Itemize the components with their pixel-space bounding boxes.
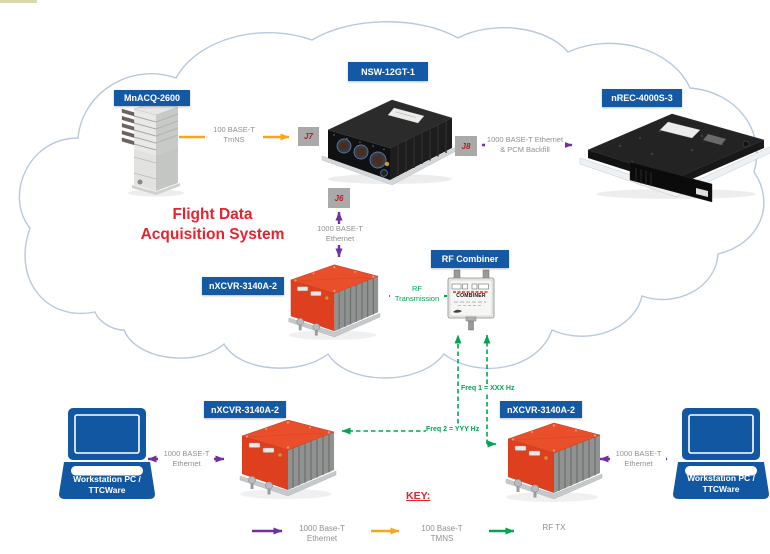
xcvr-right-label: nXCVR-3140A-2 (500, 401, 582, 418)
combiner-body-text: COMBINER (456, 293, 486, 299)
caption-ws-right-link: 1000 BASE-T Ethernet (611, 449, 666, 469)
legend-item-rftx: RF TX (542, 523, 566, 532)
workstation-right-label: Workstation PC / TTCWare (687, 473, 755, 494)
port-j7: J7 (298, 127, 319, 146)
xcvr-left-device (239, 419, 337, 500)
nrec-label: nREC-4000S-3 (602, 89, 682, 107)
mnacq-label: MnACQ-2600 (114, 90, 190, 106)
key-heading: KEY: (406, 490, 431, 502)
caption-1000baset-pcm: 1000 BASE-T Ethernet & PCM Backfill (485, 135, 565, 155)
nrec-4000s-3-device (579, 113, 770, 203)
port-j6: J6 (328, 188, 350, 208)
nsw-label: NSW-12GT-1 (348, 62, 428, 81)
caption-100baset-tmns: 100 BASE-T TmNS (205, 125, 263, 145)
freq1-label: Freq 1 = XXX Hz (461, 385, 515, 392)
rf-combiner-label: RF Combiner (431, 250, 509, 268)
xcvr-left-label: nXCVR-3140A-2 (204, 401, 286, 418)
nsw-12gt-1-device (321, 99, 459, 186)
xcvr-right-device (505, 422, 603, 503)
workstation-left-label: Workstation PC / TTCWare (73, 474, 141, 495)
freq2-label: Freq 2 = YYY Hz (426, 426, 480, 433)
caption-1000baset-j6: 1000 BASE-T Ethernet (312, 224, 368, 244)
diagram-title: Flight Data Acquisition System (140, 206, 285, 244)
port-j8: J8 (455, 136, 477, 156)
caption-ws-left-link: 1000 BASE-T Ethernet (159, 449, 214, 469)
rf-combiner-device (447, 269, 495, 331)
legend-item-tmns: 100 Base-T TMNS (421, 524, 463, 544)
caption-rf-transmission: RF Transmission (390, 284, 444, 304)
screen-edge-artifact (0, 0, 37, 3)
xcvr-top-label: nXCVR-3140A-2 (202, 277, 284, 295)
legend-item-ethernet: 1000 Base-T Ethernet (299, 524, 345, 544)
